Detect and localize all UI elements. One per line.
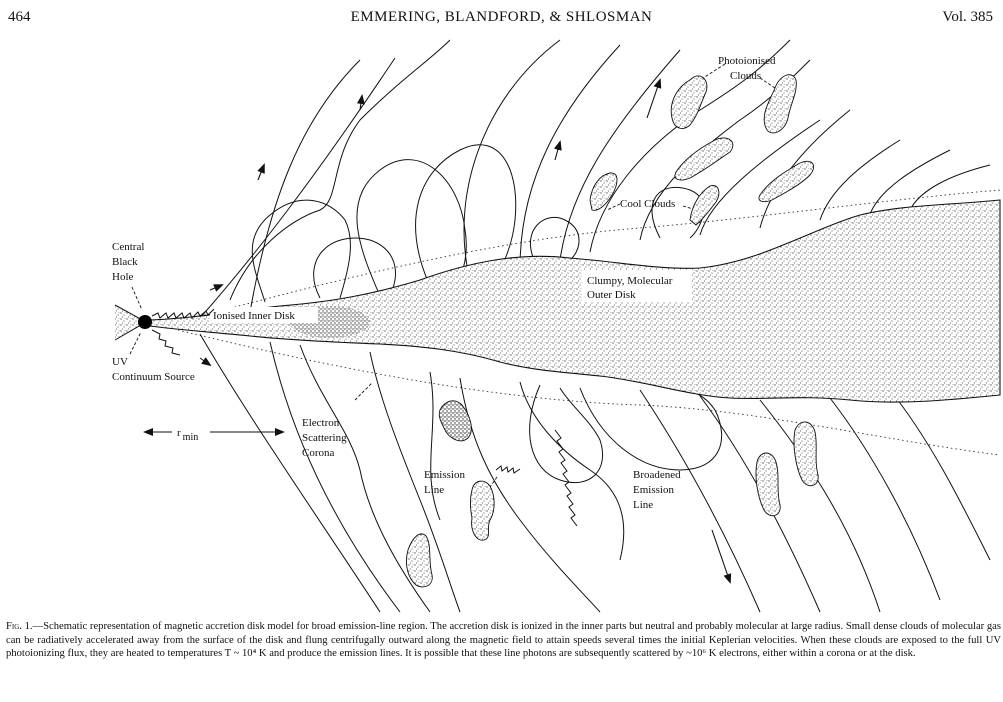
label-broadened-emission-line: Broadened Emission Line <box>633 469 683 511</box>
running-head: EMMERING, BLANDFORD, & SHLOSMAN <box>0 8 1003 26</box>
accretion-disk-figure: Photoionised Clouds Cool Clouds Central … <box>0 30 1003 615</box>
emission-squiggles <box>496 430 577 526</box>
label-electron-corona: Electron Scattering Corona <box>302 417 349 459</box>
cloud-upper-3 <box>675 138 733 180</box>
cloud-cool-2 <box>690 185 719 225</box>
cloud-cool-1 <box>590 173 617 210</box>
label-photoionised-clouds: Photoionised Clouds <box>718 55 778 82</box>
label-central-black-hole: Central Black Hole <box>112 241 147 283</box>
black-hole <box>138 315 152 329</box>
cloud-lower-2 <box>471 481 495 540</box>
volume-label: Vol. 385 <box>942 8 993 26</box>
caption-text: —Schematic representation of magnetic ac… <box>6 621 1001 659</box>
figure-caption: Fig. 1.—Schematic representation of magn… <box>6 620 1001 661</box>
cloud-photoionised-1 <box>671 76 707 129</box>
cloud-upper-4 <box>759 161 814 201</box>
cloud-lower-3 <box>406 534 432 587</box>
label-r-min: rmin <box>177 427 198 443</box>
cloud-lower-4 <box>756 453 780 516</box>
label-cool-clouds: Cool Clouds <box>620 198 675 210</box>
figure-label: Fig. 1. <box>6 621 33 632</box>
cloud-lower-5 <box>794 422 818 486</box>
label-ionised-inner-disk: Ionised Inner Disk <box>213 310 295 322</box>
label-emission-line: Emission Line <box>424 469 468 496</box>
label-uv-source: UV Continuum Source <box>112 356 195 383</box>
cloud-lower-1 <box>439 401 471 441</box>
